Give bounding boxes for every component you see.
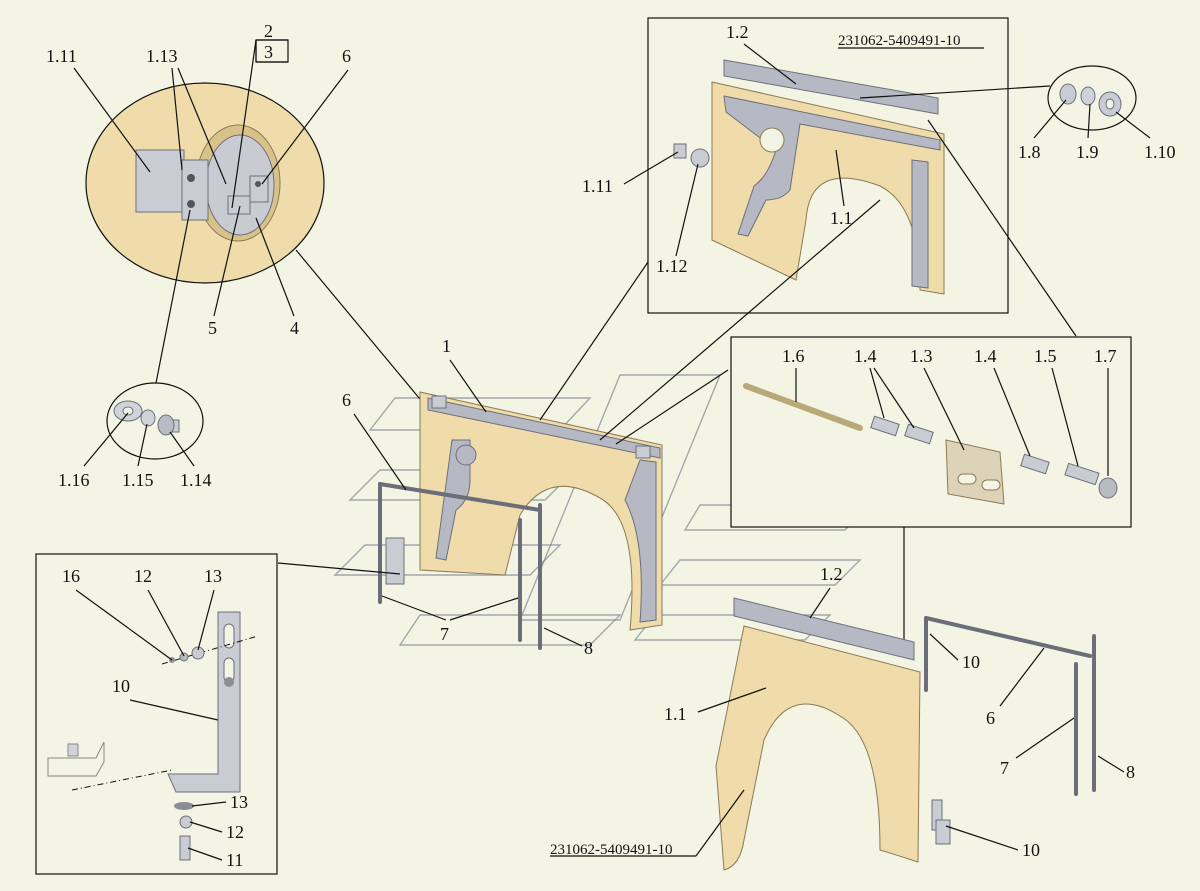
callout-1-7: 1.7: [1094, 346, 1117, 366]
callout-1-16: 1.16: [58, 470, 90, 490]
callout-10-bottom: 10: [1022, 840, 1040, 860]
callout-1-14: 1.14: [180, 470, 212, 490]
detail-lock-ellipse: [85, 82, 325, 284]
callout-16: 16: [62, 566, 80, 586]
callout-1-4-right: 1.4: [974, 346, 997, 366]
callout-1-3: 1.3: [910, 346, 933, 366]
callout-11-bottom: 11: [226, 850, 243, 870]
callout-7-main: 7: [440, 624, 449, 644]
mudflap-bottom-right: [715, 597, 921, 871]
callout-1-9: 1.9: [1076, 142, 1099, 162]
callout-1-6: 1.6: [782, 346, 805, 366]
bracket-assembly: [47, 611, 259, 861]
callout-8-bottom: 8: [1126, 762, 1135, 782]
callout-7-bottom: 7: [1000, 758, 1009, 778]
callout-1-2-top: 1.2: [726, 22, 749, 42]
callout-2: 2: [264, 21, 273, 41]
main-mudflap-assembly: [419, 391, 663, 631]
callout-1-13: 1.13: [146, 46, 178, 66]
callout-1-11-top: 1.11: [582, 176, 613, 196]
callout-1-main: 1: [442, 336, 451, 356]
callout-6-detail: 6: [342, 46, 351, 66]
mudflap-top-right: [673, 59, 945, 295]
callout-12-top: 12: [134, 566, 152, 586]
callout-6-main: 6: [342, 390, 351, 410]
callout-12-bottom: 12: [226, 822, 244, 842]
callout-1-11: 1.11: [46, 46, 77, 66]
callout-6-bottom: 6: [986, 708, 995, 728]
part-code-bottom: 231062-5409491-10: [550, 842, 673, 858]
detail-bolt-washers: [106, 382, 204, 460]
callout-4: 4: [290, 318, 299, 338]
bracket-small: [385, 537, 405, 585]
callout-1-12-top: 1.12: [656, 256, 688, 276]
callout-1-1-bottom: 1.1: [664, 704, 687, 724]
callout-13-top: 13: [204, 566, 222, 586]
callout-10-bracket: 10: [112, 676, 130, 696]
part-code-top: 231062-5409491-10: [838, 33, 961, 49]
callout-1-2-bottom: 1.2: [820, 564, 843, 584]
callout-1-10: 1.10: [1144, 142, 1176, 162]
hinge-parts: [743, 383, 1118, 505]
callout-5: 5: [208, 318, 217, 338]
callout-8-main: 8: [584, 638, 593, 658]
callout-1-5: 1.5: [1034, 346, 1057, 366]
callout-1-4-left: 1.4: [854, 346, 877, 366]
callout-1-1-top: 1.1: [830, 208, 853, 228]
detail-washers-1-8-1-10: [1047, 65, 1137, 131]
callout-3: 3: [264, 42, 273, 62]
callout-1-8: 1.8: [1018, 142, 1041, 162]
callout-1-15: 1.15: [122, 470, 154, 490]
callout-13-bottom: 13: [230, 792, 248, 812]
callout-10-rod: 10: [962, 652, 980, 672]
rod-6-bottom: [924, 616, 1092, 658]
